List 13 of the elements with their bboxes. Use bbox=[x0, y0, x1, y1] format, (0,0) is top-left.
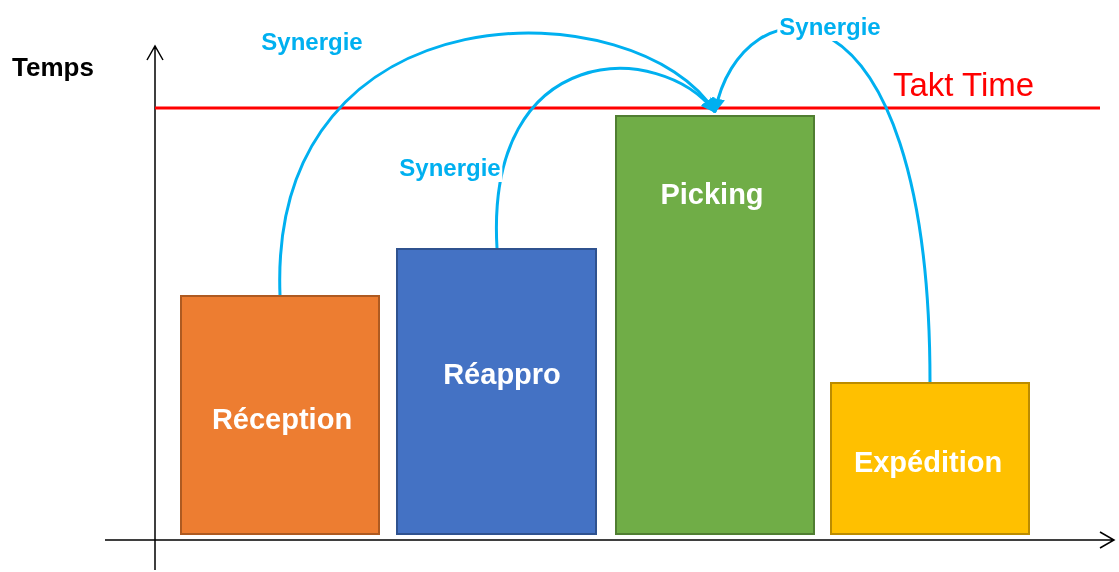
takt-time-label: Takt Time bbox=[893, 66, 1035, 104]
bar-label: Expédition bbox=[853, 445, 1003, 479]
arrow bbox=[495, 67, 717, 249]
bar-label: Réception bbox=[211, 402, 353, 436]
process-bar bbox=[396, 248, 597, 535]
bar-label: Réappro bbox=[443, 357, 561, 391]
arrow bbox=[711, 27, 932, 383]
process-bar bbox=[180, 295, 380, 535]
arrow bbox=[278, 31, 717, 296]
axis-title: Temps bbox=[12, 52, 94, 83]
process-bar bbox=[830, 382, 1030, 535]
process-bar bbox=[615, 115, 815, 535]
bar-label: Picking bbox=[660, 177, 764, 211]
